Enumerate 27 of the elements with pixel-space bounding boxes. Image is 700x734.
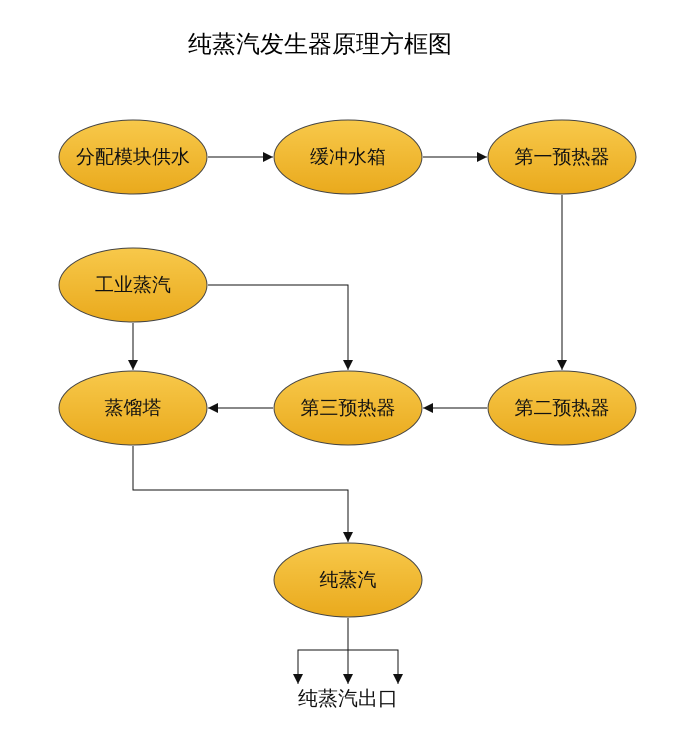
diagram-title: 纯蒸汽发生器原理方框图	[187, 29, 453, 60]
node-label: 工业蒸汽	[95, 273, 171, 298]
node-label: 分配模块供水	[76, 145, 190, 170]
process-ellipse	[273, 119, 423, 195]
node-label: 第二预热器	[514, 396, 610, 421]
arrow	[348, 618, 403, 684]
arrow	[132, 446, 353, 542]
process-ellipse	[58, 370, 208, 446]
arrow	[208, 403, 274, 413]
arrow	[208, 152, 274, 162]
arrow	[557, 194, 567, 370]
node-label: 纯蒸汽	[320, 568, 376, 593]
process-ellipse	[487, 119, 637, 195]
node-label: 蒸馏塔	[104, 396, 162, 421]
process-ellipse	[273, 542, 423, 618]
process-ellipse	[487, 370, 637, 446]
node-label: 缓冲水箱	[310, 145, 386, 170]
arrow	[422, 403, 488, 413]
node-label: 第三预热器	[300, 396, 396, 421]
arrow	[128, 322, 138, 370]
process-ellipse	[58, 247, 208, 323]
node-label: 第一预热器	[514, 145, 610, 170]
arrow	[208, 284, 353, 370]
process-ellipse	[273, 370, 423, 446]
process-ellipse	[58, 119, 208, 195]
outlet-label: 纯蒸汽出口	[298, 684, 398, 712]
arrow	[422, 152, 488, 162]
